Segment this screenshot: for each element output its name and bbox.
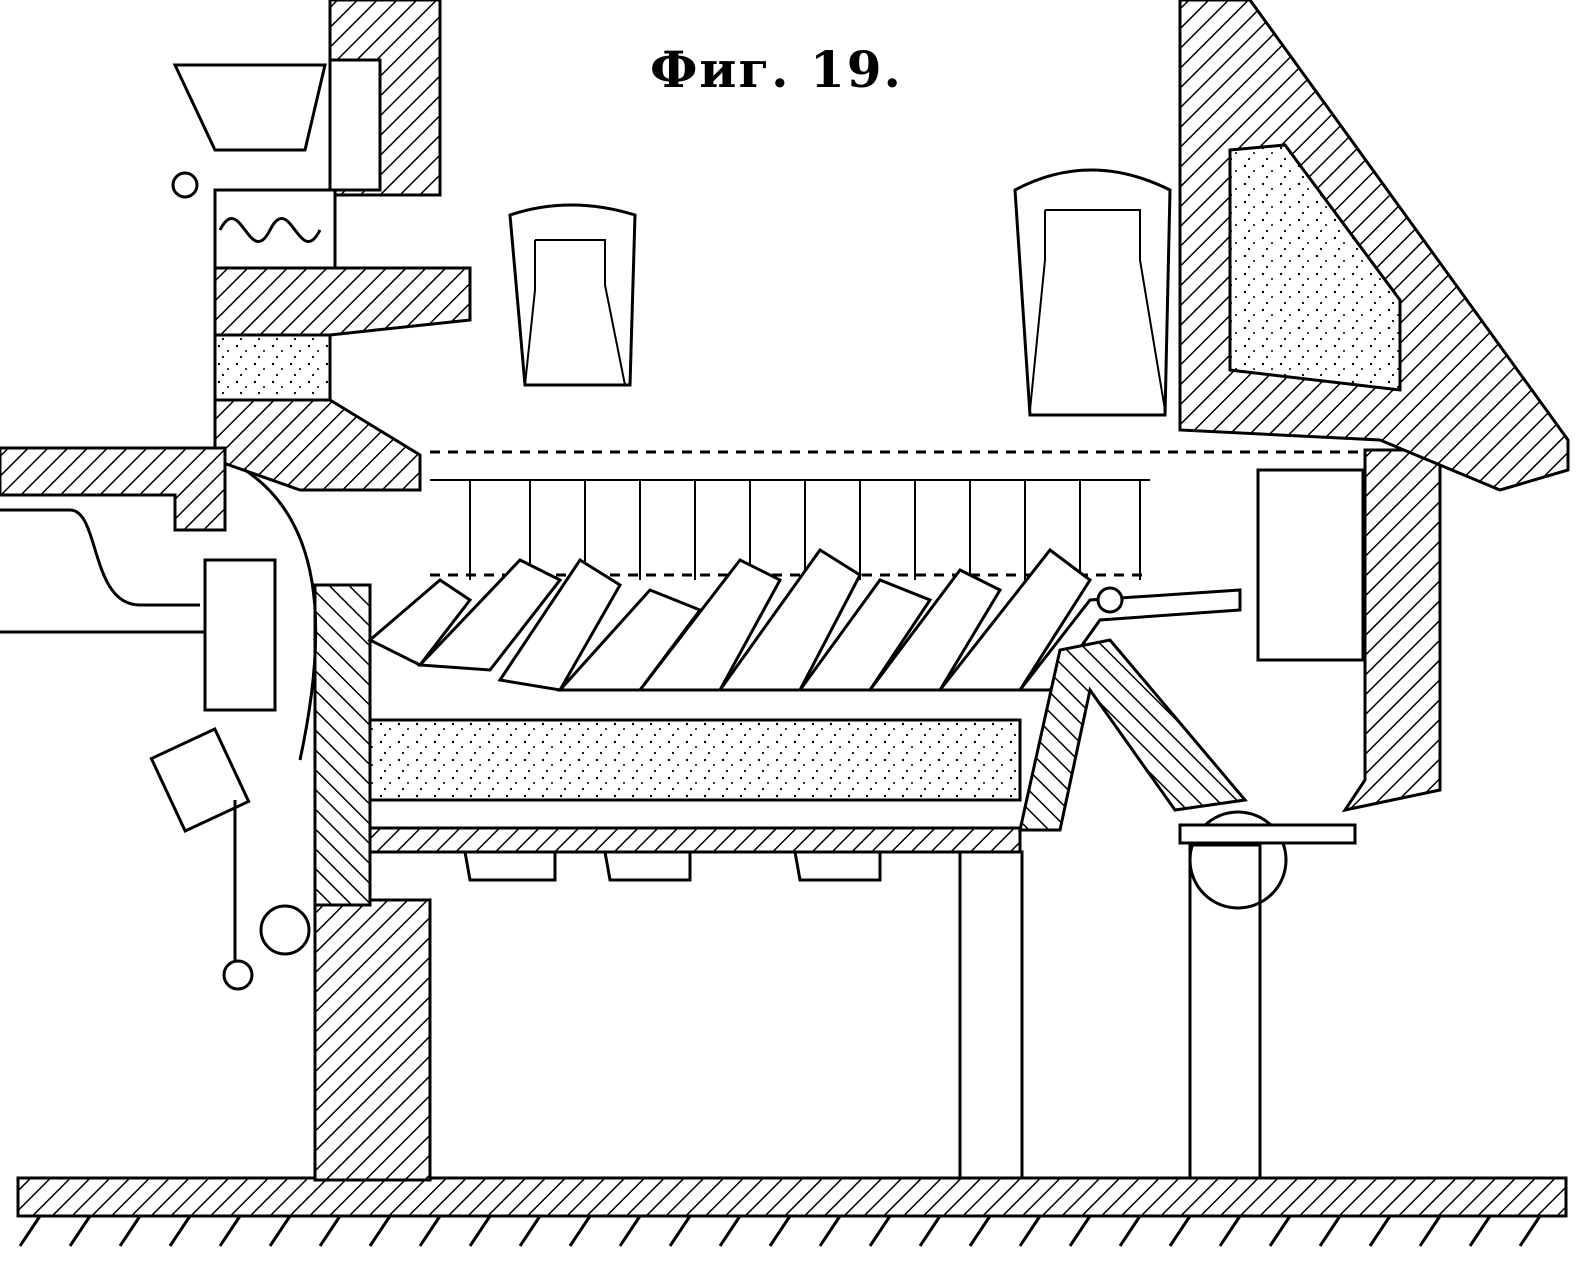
front-arch	[213, 398, 422, 492]
water-wall-panels	[430, 479, 1150, 580]
arch-shelf	[213, 266, 472, 337]
feed-drive-wheel	[171, 171, 199, 199]
stoker-front-plate	[203, 558, 277, 712]
upper-opening-left	[508, 203, 637, 387]
ash-pit-floor	[368, 826, 1022, 854]
left-beam	[0, 446, 227, 532]
figure-title: Фиг. 19.	[650, 40, 903, 99]
support-column	[958, 850, 1024, 1180]
fuel-pipe	[0, 508, 200, 607]
upper-opening-right	[1013, 168, 1172, 417]
feed-screw	[218, 217, 322, 243]
ash-pit	[368, 718, 1022, 802]
left-furnace-wall	[313, 583, 372, 907]
drive-pulley	[259, 904, 311, 956]
ground-slab	[16, 1176, 1568, 1218]
coal-hopper	[172, 63, 327, 152]
rear-door	[1256, 468, 1365, 662]
flue-inner	[328, 58, 382, 192]
front-door-arc	[244, 468, 318, 761]
screw-feeder-casing	[213, 188, 337, 272]
bridge-wall	[1018, 638, 1248, 832]
left-foundation-wall	[313, 898, 432, 1182]
lower-wheel	[222, 959, 254, 991]
chain-wheel	[1188, 810, 1288, 910]
chain	[1178, 823, 1357, 845]
front-block	[213, 333, 332, 402]
ash-doors	[463, 850, 882, 882]
stoker-grate-bars	[367, 547, 1242, 692]
stoker-gear-box	[149, 726, 251, 834]
ground-ticks	[18, 1215, 1542, 1247]
roof-insulation	[1228, 143, 1402, 392]
support-column	[1188, 843, 1262, 1180]
